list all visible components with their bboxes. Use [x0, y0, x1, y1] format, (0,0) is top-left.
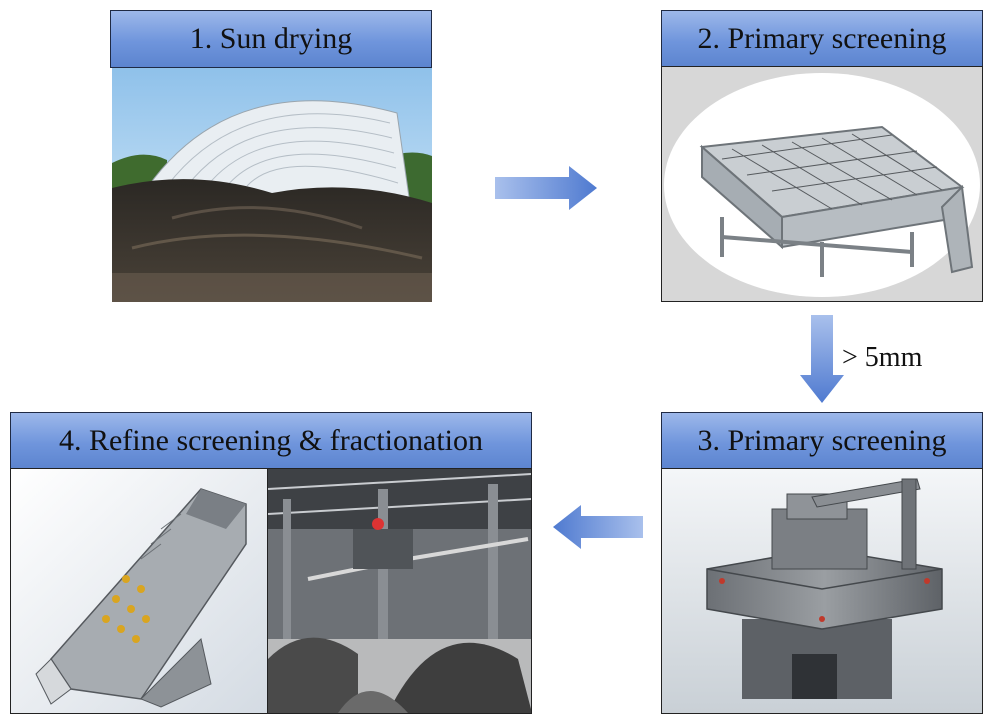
step-4-title: 4. Refine screening & fractionation — [10, 412, 532, 470]
step-3-primary-screening: 3. Primary screening — [661, 412, 983, 714]
refine-screening-images — [10, 468, 532, 714]
size-threshold-label: > 5mm — [842, 342, 923, 373]
step-2-primary-screening: 2. Primary screening — [661, 10, 983, 302]
sun-drying-photo — [112, 68, 432, 302]
plant-facility-photo — [267, 469, 531, 713]
rotary-screener-render — [661, 468, 983, 714]
arrow-left-icon — [553, 505, 643, 549]
arrow-down-icon — [800, 315, 844, 403]
step-3-title: 3. Primary screening — [661, 412, 983, 470]
step-2-title: 2. Primary screening — [661, 10, 983, 68]
arrow-right-icon — [495, 166, 597, 210]
vibrating-screen-render — [11, 469, 267, 713]
step-1-title: 1. Sun drying — [110, 10, 432, 68]
screener-photo — [661, 66, 983, 302]
step-1-sun-drying: 1. Sun drying — [110, 10, 432, 302]
step-4-refine-screening: 4. Refine screening & fractionation — [10, 412, 532, 714]
